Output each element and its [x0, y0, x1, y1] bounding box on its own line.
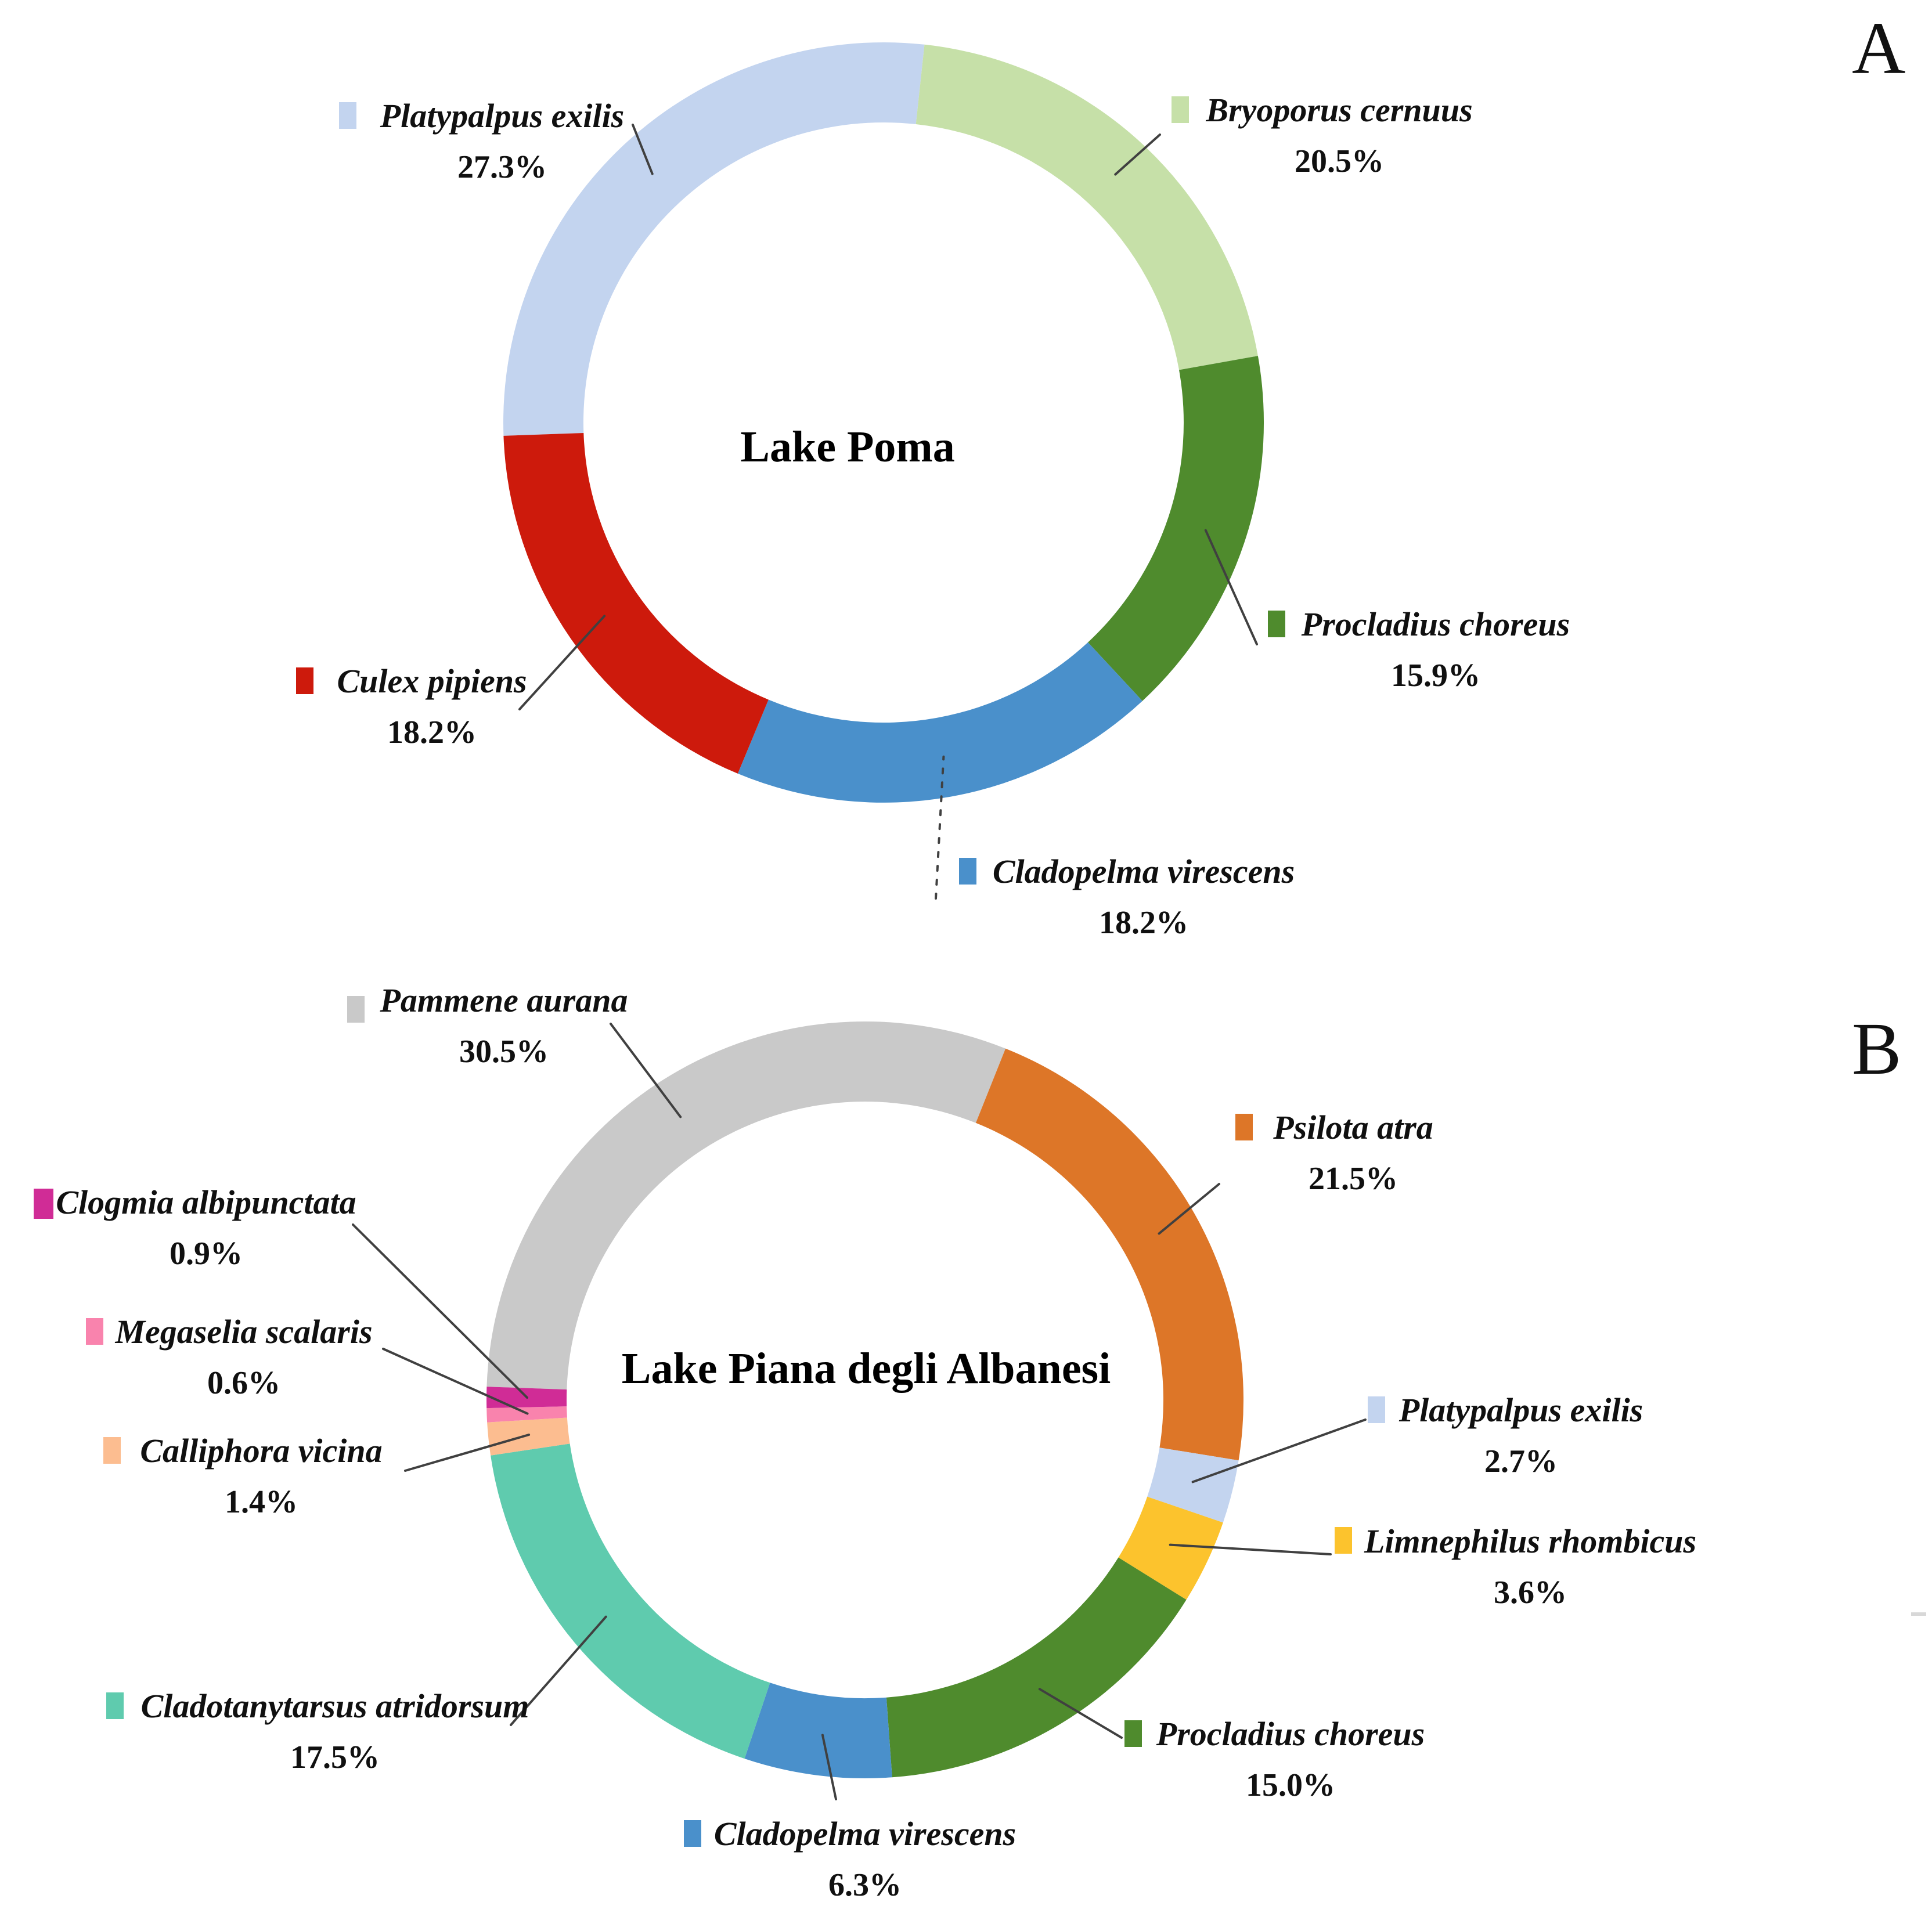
donut-b-slice-psilota-atra [975, 1048, 1243, 1461]
donut-a-slice-cladopelma-virescens [737, 642, 1142, 803]
species-percent: 20.5% [1295, 143, 1384, 179]
leader-line [632, 124, 654, 175]
legend-swatch-cladotanytarsus [106, 1692, 124, 1719]
legend-swatch-megaselia [86, 1318, 103, 1345]
legend-label-bryoporus: Bryoporus cernuus 20.5% [1206, 89, 1472, 179]
panel-letter-b: B [1852, 1008, 1902, 1090]
leader-line [382, 1348, 529, 1415]
species-name: Psilota atra [1273, 1109, 1433, 1146]
donut-b-slice-limnephilus-rhombicus [1118, 1496, 1223, 1600]
species-name: Cladopelma virescens [992, 853, 1295, 890]
species-name: Pammene aurana [380, 981, 628, 1019]
species-percent: 15.0% [1245, 1767, 1335, 1803]
legend-label-culex: Culex pipiens 18.2% [337, 660, 527, 750]
species-name: Clogmia albipunctata [56, 1183, 356, 1221]
leader-line [352, 1223, 528, 1399]
donut-b-slice-clogmia-albipunctata [486, 1387, 567, 1409]
legend-swatch-bryoporus [1172, 96, 1189, 123]
donut-a-slice-culex-pipiens [503, 433, 769, 774]
leader-line [1038, 1688, 1123, 1739]
legend-label-clogmia: Clogmia albipunctata 0.9% [56, 1182, 356, 1271]
leader-line [821, 1734, 837, 1800]
species-percent: 18.2% [1099, 905, 1188, 941]
leader-line [518, 615, 606, 710]
stray-mark [1911, 1612, 1926, 1616]
species-name: Platypalpus exilis [380, 97, 625, 135]
legend-swatch-calliphora [103, 1437, 121, 1464]
species-percent: 17.5% [290, 1739, 380, 1775]
leader-line [1169, 1543, 1332, 1555]
species-name: Megaselia scalaris [115, 1313, 373, 1351]
species-name: Calliphora vicina [140, 1432, 383, 1470]
legend-label-cladopelma-b: Cladopelma virescens 6.3% [714, 1813, 1016, 1903]
leader-line [1114, 133, 1161, 176]
species-name: Bryoporus cernuus [1206, 91, 1473, 129]
legend-swatch-procladius-a [1268, 611, 1285, 637]
legend-label-limnephilus: Limnephilus rhombicus 3.6% [1364, 1521, 1696, 1610]
legend-label-platypalpus-a: Platypalpus exilis 27.3% [380, 95, 625, 185]
donut-b-slice-platypalpus-exilis [1147, 1447, 1239, 1523]
legend-label-cladotanytarsus: Cladotanytarsus atridorsum 17.5% [141, 1685, 529, 1775]
legend-swatch-psilota [1235, 1114, 1253, 1140]
species-percent: 15.9% [1390, 658, 1480, 694]
species-percent: 21.5% [1309, 1161, 1398, 1197]
legend-label-pammene: Pammene aurana 30.5% [380, 980, 628, 1069]
donut-b-slice-megaselia-scalaris [486, 1406, 567, 1423]
species-percent: 6.3% [828, 1867, 902, 1903]
legend-label-calliphora: Calliphora vicina 1.4% [140, 1430, 382, 1519]
donut-b-slice-pammene-aurana [486, 1021, 1006, 1390]
chart-title-lake-piana: Lake Piana degli Albanesi [621, 1344, 1111, 1393]
leader-line [404, 1434, 531, 1472]
species-percent: 3.6% [1493, 1575, 1567, 1611]
legend-swatch-clogmia [34, 1189, 53, 1219]
leader-line [1158, 1183, 1220, 1235]
species-percent: 1.4% [224, 1484, 298, 1520]
donut-b-slice-cladotanytarsus-atridorsum [491, 1443, 770, 1759]
species-name: Cladotanytarsus atridorsum [140, 1687, 529, 1725]
legend-label-procladius-a: Procladius choreus 15.9% [1302, 604, 1570, 693]
legend-label-cladopelma-a: Cladopelma virescens 18.2% [993, 851, 1295, 940]
legend-swatch-cladopelma-b [684, 1820, 701, 1847]
legend-swatch-culex [296, 667, 313, 694]
leader-line [1191, 1418, 1367, 1483]
species-name: Culex pipiens [337, 662, 527, 700]
leader-line [935, 755, 945, 900]
species-percent: 30.5% [459, 1034, 549, 1070]
species-name: Cladopelma virescens [713, 1815, 1017, 1853]
donut-b-slice-calliphora-vicina [487, 1417, 570, 1456]
legend-swatch-procladius-b [1124, 1720, 1142, 1747]
panel-letter-a: A [1852, 7, 1906, 89]
legend-swatch-limnephilus [1335, 1527, 1352, 1554]
legend-swatch-platypalpus-a [339, 102, 356, 129]
chart-title-lake-poma: Lake Poma [740, 423, 955, 471]
species-percent: 2.7% [1484, 1443, 1558, 1479]
species-percent: 0.9% [170, 1236, 243, 1272]
species-name: Platypalpus exilis [1398, 1391, 1643, 1429]
species-name: Procladius choreus [1301, 605, 1570, 643]
leader-line [1204, 529, 1258, 645]
donut-b-slice-cladopelma-virescens [744, 1683, 892, 1778]
species-percent: 27.3% [457, 149, 547, 185]
legend-label-procladius-b: Procladius choreus 15.0% [1156, 1713, 1425, 1803]
species-name: Procladius choreus [1156, 1715, 1425, 1753]
species-percent: 0.6% [207, 1365, 280, 1401]
species-name: Limnephilus rhombicus [1364, 1522, 1697, 1560]
donut-a-slice-procladius-choreus [1088, 356, 1264, 701]
legend-swatch-platypalpus-b [1368, 1396, 1385, 1423]
legend-swatch-pammene [347, 996, 365, 1023]
species-percent: 18.2% [387, 714, 477, 750]
legend-label-psilota: Psilota atra 21.5% [1273, 1107, 1433, 1196]
legend-label-platypalpus-b: Platypalpus exilis 2.7% [1399, 1389, 1643, 1479]
legend-swatch-cladopelma-a [959, 858, 976, 885]
legend-label-megaselia: Megaselia scalaris 0.6% [115, 1311, 372, 1400]
